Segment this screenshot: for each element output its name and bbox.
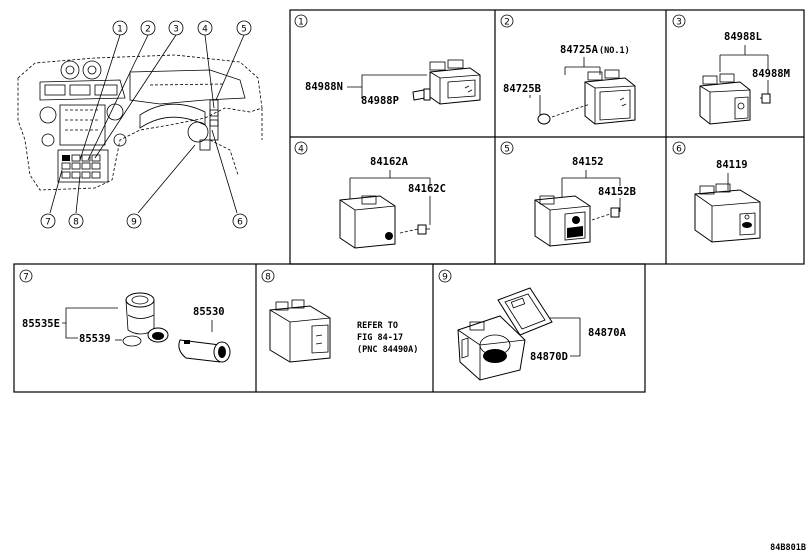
callout-2[interactable]: 2	[140, 20, 156, 36]
svg-text:9: 9	[131, 218, 137, 228]
svg-text:5: 5	[504, 145, 510, 155]
part-label-84162A: 84162A	[370, 156, 409, 168]
svg-text:5: 5	[241, 25, 247, 35]
figure-code: 84B801B	[770, 543, 806, 553]
svg-text:1: 1	[117, 25, 123, 35]
callout-6[interactable]: 6	[232, 213, 248, 229]
switch-assembly-84870D	[457, 315, 526, 381]
part-label-84725B: 84725B	[503, 83, 541, 95]
svg-text:9: 9	[442, 273, 448, 283]
panel-7[interactable]: 7 85535E 85539 85530	[19, 269, 231, 363]
part-label-84162C: 84162C	[408, 183, 446, 195]
part-label-84870D: 84870D	[530, 351, 568, 363]
switch-84988L	[699, 73, 751, 125]
dashboard-overview: 1 2 3 4 5 7 8 9	[17, 20, 263, 229]
panel-9[interactable]: 9 84870A 84870D	[438, 269, 627, 381]
svg-text:3: 3	[173, 25, 179, 35]
svg-text:7: 7	[45, 218, 51, 228]
panel-3[interactable]: 3 84988L 84988M	[672, 14, 790, 125]
callout-3[interactable]: 3	[168, 20, 184, 36]
svg-text:4: 4	[202, 25, 208, 35]
svg-text:1: 1	[298, 18, 304, 28]
panel-5[interactable]: 5 84152 84152B	[500, 141, 636, 247]
svg-text:7: 7	[23, 273, 29, 283]
panel-1[interactable]: 1 84988N 84988P	[294, 14, 481, 107]
part-label-85535E: 85535E	[22, 318, 60, 330]
bezel-84870A	[497, 287, 553, 336]
switch-panel-8	[269, 299, 331, 363]
svg-text:4: 4	[298, 145, 304, 155]
switch-84162A	[339, 195, 396, 249]
refer-note-line3: (PNC 84490A)	[357, 345, 418, 355]
panel-2[interactable]: 2 84725A (NO.1) 84725B	[500, 14, 636, 125]
bulb-84152B	[610, 207, 620, 218]
part-label-84725A: 84725A	[560, 44, 599, 56]
part-label-85539: 85539	[79, 333, 111, 345]
part-label-84870A: 84870A	[588, 327, 627, 339]
part-label-84988L: 84988L	[724, 31, 762, 43]
part-label-no1: (NO.1)	[599, 46, 630, 56]
callout-5[interactable]: 5	[236, 20, 252, 36]
part-label-84988M: 84988M	[752, 68, 790, 80]
part-label-85530: 85530	[193, 306, 225, 318]
svg-text:8: 8	[265, 273, 271, 283]
svg-text:8: 8	[73, 218, 79, 228]
bulb-84988M	[760, 93, 771, 104]
callout-4[interactable]: 4	[197, 20, 213, 36]
svg-text:2: 2	[504, 18, 510, 28]
switch-84988N	[429, 59, 481, 105]
part-label-84119: 84119	[716, 159, 748, 171]
svg-text:3: 3	[676, 18, 682, 28]
refer-note-line2: FIG 84-17	[357, 333, 403, 343]
svg-text:2: 2	[145, 25, 151, 35]
callout-8[interactable]: 8	[68, 213, 84, 229]
switch-84119	[694, 183, 761, 243]
svg-text:6: 6	[676, 145, 682, 155]
ring-85539	[122, 335, 142, 347]
lighter-socket-85535E	[125, 292, 169, 343]
callout-1[interactable]: 1	[112, 20, 128, 36]
bulb-84725B	[537, 113, 551, 125]
panel-8[interactable]: 8 REFER TO FIG 84-17 (PNC 84490A)	[261, 269, 418, 363]
lighter-85530	[178, 339, 231, 363]
part-label-84152B: 84152B	[598, 186, 636, 198]
panel-4[interactable]: 4 84162A 84162C	[294, 141, 446, 249]
svg-text:6: 6	[237, 218, 243, 228]
panel-6[interactable]: 6 84119	[672, 141, 761, 243]
panel-grid-bottom	[13, 263, 646, 393]
part-label-84988N: 84988N	[305, 81, 343, 93]
callout-9[interactable]: 9	[126, 213, 142, 229]
switch-84725A	[584, 69, 636, 125]
switch-84152	[534, 195, 591, 247]
part-label-84988P: 84988P	[361, 95, 399, 107]
bulb-84162C	[417, 224, 430, 235]
part-label-84152: 84152	[572, 156, 604, 168]
callout-7[interactable]: 7	[40, 213, 56, 229]
refer-note-line1: REFER TO	[357, 321, 398, 331]
bulb-84988P	[412, 88, 431, 101]
